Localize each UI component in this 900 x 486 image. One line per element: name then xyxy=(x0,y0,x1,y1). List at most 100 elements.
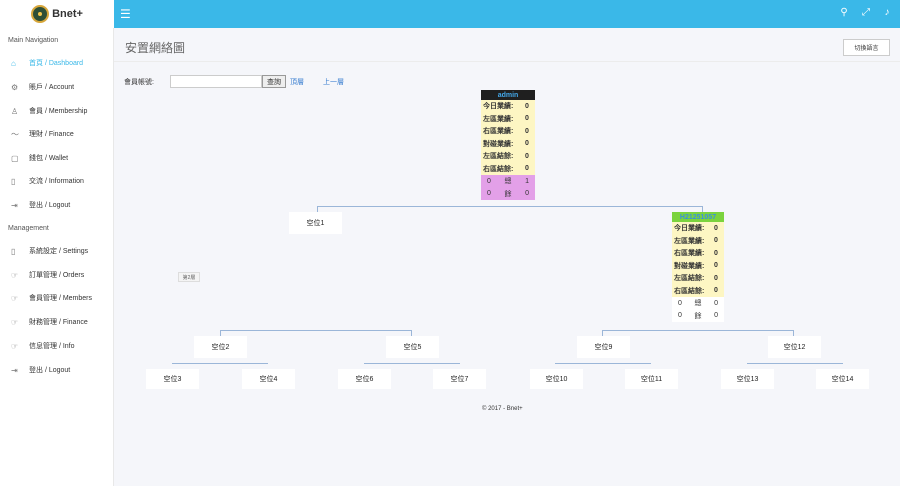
search-icon[interactable]: ⚲ xyxy=(840,7,848,18)
tree-connector xyxy=(793,330,794,336)
sidebar-item-account[interactable]: ⚙ 賬戶 / Account xyxy=(0,78,114,96)
home-icon: ⌂ xyxy=(11,58,16,68)
logo-icon xyxy=(31,5,50,23)
tree-connector xyxy=(747,363,843,364)
member-account-input[interactable] xyxy=(170,75,262,88)
menu-icon[interactable]: ☰ xyxy=(120,7,131,21)
empty-slot-6[interactable]: 空位6 xyxy=(338,369,391,389)
hand-icon: ☞ xyxy=(11,293,19,303)
divider xyxy=(114,61,900,62)
sidebar-item-label: 會員管理 / Members xyxy=(29,295,93,302)
sidebar-item-wallet[interactable]: ▢錢包 / Wallet xyxy=(0,149,114,167)
page-title: 安置網絡圖 xyxy=(125,41,186,55)
brand-name: Bnet+ xyxy=(52,8,83,20)
bell-icon[interactable]: ♪ xyxy=(884,7,890,18)
stat-row: 今日業績:0 xyxy=(481,100,535,113)
sidebar-item-label: 信息管理 / Info xyxy=(29,343,75,350)
sidebar-item-settings[interactable]: ▯系統設定 / Settings xyxy=(0,242,114,260)
sidebar-item-finance-manage[interactable]: ☞ 財務管理 / Finance xyxy=(0,313,114,331)
hand-icon: ☞ xyxy=(11,317,19,327)
empty-slot-11[interactable]: 空位11 xyxy=(625,369,678,389)
sidebar-item-label: 首頁 / Dashboard xyxy=(29,60,84,67)
sidebar-item-orders[interactable]: ☞ 訂單管理 / Orders xyxy=(0,266,114,284)
file-icon: ▯ xyxy=(11,246,16,256)
sidebar-item-label: 訂單管理 / Orders xyxy=(29,272,85,279)
stat-row: 對碰業績:0 xyxy=(672,259,724,272)
sidebar-item-information[interactable]: ▯ 交流 / Information xyxy=(0,172,114,190)
sidebar-item-membership[interactable]: ♙ 會員 / Membership xyxy=(0,102,114,120)
tree-connector xyxy=(220,330,221,336)
sidebar-item-logout[interactable]: ⇥ 登出 / Logout xyxy=(0,196,114,214)
sidebar-item-info[interactable]: ☞ 信息管理 / Info xyxy=(0,337,114,355)
stat-row: 右區業績:0 xyxy=(672,247,724,260)
tree-connector xyxy=(702,206,703,212)
stat-row: 左區結餘:0 xyxy=(481,150,535,163)
sidebar-item-dashboard[interactable]: ⌂ 首頁 / Dashboard xyxy=(0,54,114,72)
top-bar: Bnet+ ☰ ⚲ ⤢ ♪ xyxy=(0,0,900,28)
empty-slot-10[interactable]: 空位10 xyxy=(530,369,583,389)
empty-slot-9[interactable]: 空位9 xyxy=(577,336,630,358)
sidebar-item-label: 理財 / Finance xyxy=(29,131,74,138)
sidebar-item-label: 會員 / Membership xyxy=(29,108,88,115)
member-name: admin xyxy=(481,90,535,100)
empty-slot-2[interactable]: 空位2 xyxy=(194,336,247,358)
sidebar-item-label: 賬戶 / Account xyxy=(29,84,75,91)
chart-icon: 〜 xyxy=(11,129,19,139)
main-navigation-heading: Main Navigation xyxy=(8,37,59,44)
brand[interactable]: Bnet+ xyxy=(0,0,114,28)
tree-connector xyxy=(317,206,703,207)
stat-row: 左區業績:0 xyxy=(672,234,724,247)
sidebar-item-label: 交流 / Information xyxy=(29,178,84,185)
empty-slot-1[interactable]: 空位1 xyxy=(289,212,342,234)
stat-row: 今日業績:0 xyxy=(672,222,724,235)
management-heading: Management xyxy=(8,225,49,232)
empty-slot-14[interactable]: 空位14 xyxy=(816,369,869,389)
empty-slot-4[interactable]: 空位4 xyxy=(242,369,295,389)
tree-connector xyxy=(602,330,603,336)
stat-row: 左區結餘:0 xyxy=(672,272,724,285)
sidebar-item-logout-manage[interactable]: ⇥登出 / Logout xyxy=(0,361,114,379)
member-card-h21251057[interactable]: H21251057 今日業績:0 左區業績:0 右區業績:0 對碰業績:0 左區… xyxy=(672,212,724,322)
book-icon: ▯ xyxy=(11,176,16,186)
empty-slot-3[interactable]: 空位3 xyxy=(146,369,199,389)
stat-row: 對碰業績:0 xyxy=(481,137,535,150)
member-account-label: 會員帳號: xyxy=(124,79,154,86)
stat-row: 右區業績:0 xyxy=(481,125,535,138)
stat-row: 右區結餘:0 xyxy=(481,162,535,175)
empty-slot-7[interactable]: 空位7 xyxy=(433,369,486,389)
settings-icon: ⚙ xyxy=(11,82,19,92)
logout-icon: ⇥ xyxy=(11,200,18,210)
logout-icon: ⇥ xyxy=(11,365,18,375)
tree-connector xyxy=(317,206,318,212)
user-icon: ♙ xyxy=(11,106,19,116)
member-card-root[interactable]: admin 今日業績:0 左區業績:0 右區業績:0 對碰業績:0 左區結餘:0… xyxy=(481,90,535,200)
member-name: H21251057 xyxy=(672,212,724,222)
up-level-link[interactable]: 上一層 xyxy=(323,79,344,86)
sidebar-item-members[interactable]: ☞ 會員管理 / Members xyxy=(0,289,114,307)
hand-icon: ☞ xyxy=(11,270,19,280)
tree-connector xyxy=(220,330,412,331)
switch-language-button[interactable]: 切換語言 xyxy=(843,39,890,56)
empty-slot-13[interactable]: 空位13 xyxy=(721,369,774,389)
hand-icon: ☞ xyxy=(11,341,19,351)
sidebar: Main Navigation ⌂ 首頁 / Dashboard ⚙ 賬戶 / Ac… xyxy=(0,28,114,486)
tree-connector xyxy=(364,363,460,364)
empty-slot-12[interactable]: 空位12 xyxy=(768,336,821,358)
empty-slot-5[interactable]: 空位5 xyxy=(386,336,439,358)
main-content: 安置網絡圖 切換語言 會員帳號: 查詢 頂層 上一層 admin 今日業績:0 … xyxy=(114,28,900,486)
sidebar-item-label: 財務管理 / Finance xyxy=(29,319,88,326)
sidebar-item-finance[interactable]: 〜 理財 / Finance xyxy=(0,125,114,143)
level-hint-badge: 第2層 xyxy=(178,272,200,282)
sidebar-item-label: 錢包 / Wallet xyxy=(29,155,69,162)
sidebar-item-label: 登出 / Logout xyxy=(29,202,71,209)
search-button[interactable]: 查詢 xyxy=(262,75,286,88)
stat-row: 右區結餘:0 xyxy=(672,284,724,297)
top-level-link[interactable]: 頂層 xyxy=(290,79,304,86)
tree-connector xyxy=(411,330,412,336)
fullscreen-icon[interactable]: ⤢ xyxy=(862,7,870,18)
tree-connector xyxy=(555,363,651,364)
